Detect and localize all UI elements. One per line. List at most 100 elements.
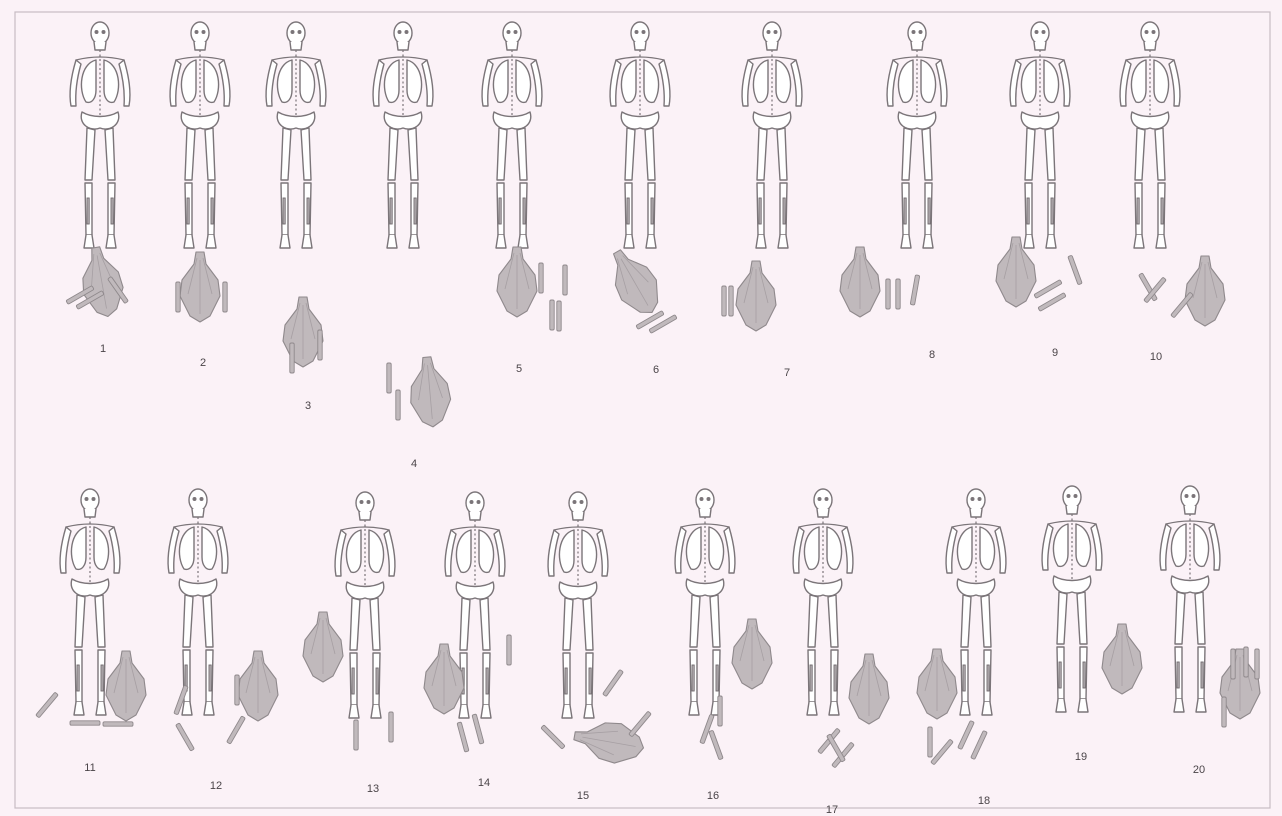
foot-left	[74, 702, 84, 715]
animal-long-bone	[896, 279, 900, 309]
arm-right	[494, 530, 505, 576]
shin-marker	[759, 198, 761, 224]
shin-marker	[111, 198, 113, 224]
femur-right	[408, 128, 418, 180]
burial-number-label: 12	[210, 780, 222, 792]
foot-left	[689, 702, 699, 715]
femur-right	[828, 595, 838, 647]
eye-socket	[85, 497, 89, 501]
animal-carcass	[76, 244, 128, 320]
femur-left	[1175, 592, 1185, 644]
eye-socket	[1035, 30, 1039, 34]
burial-number-label: 13	[367, 783, 379, 795]
shin-marker	[283, 198, 285, 224]
skull	[394, 22, 412, 44]
animal-carcass	[497, 247, 537, 317]
femur-left	[902, 128, 912, 180]
burial-number-label: 4	[411, 458, 417, 470]
ribcage-left	[384, 60, 399, 102]
animal-carcass	[106, 651, 146, 721]
arm-right	[724, 527, 735, 573]
arm-right	[315, 60, 326, 106]
burial-panel: 17	[793, 489, 889, 816]
femur-left	[961, 595, 971, 647]
arm-right	[995, 527, 1006, 573]
arm-right	[842, 527, 853, 573]
arm-right	[1209, 524, 1220, 570]
burial-number-label: 15	[577, 790, 589, 802]
jaw	[469, 512, 481, 520]
ribcage-right	[1044, 60, 1059, 102]
femur-left	[460, 598, 470, 650]
animal-long-bone	[1222, 697, 1226, 727]
jaw	[192, 509, 204, 517]
eye-socket	[774, 30, 778, 34]
skull	[356, 492, 374, 514]
eye-socket	[200, 497, 204, 501]
jaw	[699, 509, 711, 517]
eye-socket	[360, 500, 364, 504]
foot-left	[184, 235, 194, 248]
burial-panel: 19	[1042, 486, 1142, 763]
shin-marker	[834, 665, 836, 691]
femur-right	[205, 128, 215, 180]
jaw	[911, 42, 923, 50]
foot-right	[1046, 235, 1056, 248]
arm-right	[597, 530, 608, 576]
ribcage-right	[1154, 60, 1169, 102]
foot-left	[1134, 235, 1144, 248]
skull	[91, 22, 109, 44]
ribcage-right	[202, 527, 217, 569]
foot-right	[302, 235, 312, 248]
animal-carcass	[407, 355, 453, 428]
shin-marker	[1161, 198, 1163, 224]
animal-long-bone	[541, 725, 565, 749]
foot-left	[280, 235, 290, 248]
shin-marker	[565, 668, 567, 694]
burial-panel: 8	[840, 22, 947, 361]
shin-marker	[1027, 198, 1029, 224]
eye-socket	[1067, 494, 1071, 498]
shin-marker	[101, 665, 103, 691]
animal-long-bone	[235, 675, 239, 705]
eye-socket	[642, 30, 646, 34]
ribcage-left	[559, 530, 574, 572]
foot-right	[409, 235, 419, 248]
ribcage-right	[921, 60, 936, 102]
foot-right	[204, 702, 214, 715]
burial-number-label: 17	[826, 804, 838, 816]
shin-marker	[904, 198, 906, 224]
shin-marker	[810, 665, 812, 691]
shin-marker	[209, 665, 211, 691]
foot-right	[829, 702, 839, 715]
arm-right	[217, 527, 228, 573]
shin-marker	[1051, 198, 1053, 224]
arm-right	[219, 60, 230, 106]
animal-long-bone	[827, 734, 846, 762]
eye-socket	[1145, 30, 1149, 34]
eye-socket	[912, 30, 916, 34]
femur-right	[922, 128, 932, 180]
femur-right	[95, 595, 105, 647]
ribcage-right	[582, 530, 597, 572]
eye-socket	[398, 30, 402, 34]
burial-number-label: 8	[929, 349, 935, 361]
eye-socket	[580, 500, 584, 504]
ribcage-right	[204, 60, 219, 102]
animal-carcass	[180, 252, 220, 322]
eye-socket	[1074, 494, 1078, 498]
ribcage-left	[456, 530, 471, 572]
eye-socket	[1192, 494, 1196, 498]
burial-number-label: 3	[305, 400, 311, 412]
jaw	[817, 509, 829, 517]
femur-left	[350, 598, 360, 650]
ribcage-right	[776, 60, 791, 102]
femur-right	[517, 128, 527, 180]
arm-right	[422, 60, 433, 106]
shin-marker	[1177, 662, 1179, 688]
burial-panel: 14	[424, 492, 511, 789]
femur-right	[1077, 592, 1087, 644]
ribcage-right	[104, 60, 119, 102]
shin-marker	[77, 665, 79, 691]
